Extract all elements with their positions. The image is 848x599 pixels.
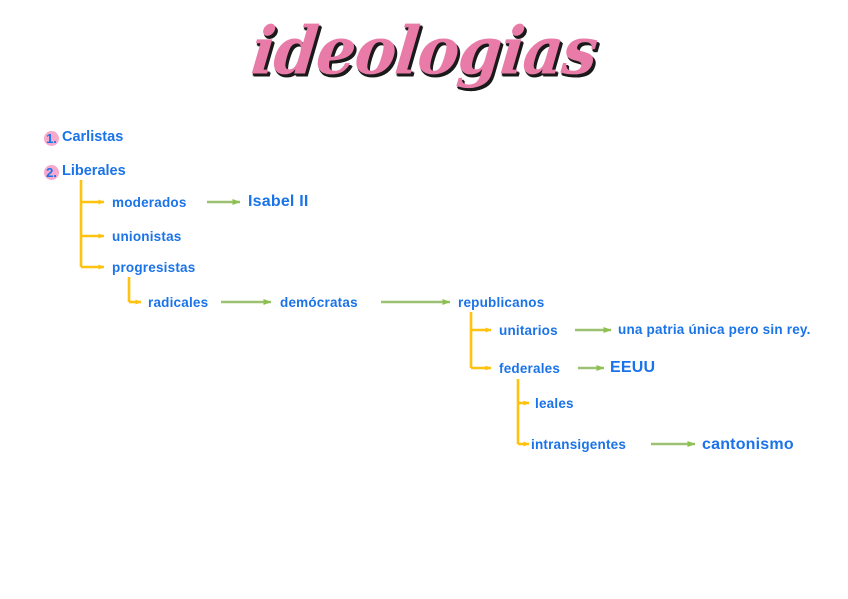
- branch-republicanos: [469, 312, 492, 371]
- node-isabel-ii[interactable]: Isabel II: [248, 193, 309, 210]
- node-democratas[interactable]: demócratas: [280, 295, 358, 310]
- node-unitarios-result[interactable]: una patria única pero sin rey.: [618, 322, 811, 337]
- branch-federales: [516, 379, 530, 447]
- branch-progresistas: [127, 277, 142, 305]
- node-republicanos[interactable]: republicanos: [458, 295, 545, 310]
- node-cantonismo[interactable]: cantonismo: [702, 436, 794, 453]
- node-federales[interactable]: federales: [499, 361, 561, 376]
- node-radicales[interactable]: radicales: [148, 295, 209, 310]
- node-eeuu[interactable]: EEUU: [610, 359, 656, 376]
- list-number-2: 2.: [44, 165, 59, 180]
- node-progresistas[interactable]: progresistas: [112, 260, 196, 275]
- list-item-carlistas[interactable]: 1.Carlistas: [44, 130, 123, 146]
- list-label-carlistas: Carlistas: [62, 129, 124, 145]
- node-unionistas[interactable]: unionistas: [112, 229, 182, 244]
- list-number-1: 1.: [44, 131, 59, 146]
- list-item-liberales[interactable]: 2.Liberales: [44, 164, 126, 180]
- node-moderados[interactable]: moderados: [112, 195, 187, 210]
- branch-liberales: [79, 180, 105, 270]
- node-intransigentes[interactable]: intransigentes: [531, 437, 627, 452]
- list-label-liberales: Liberales: [62, 163, 126, 179]
- node-leales[interactable]: leales: [535, 396, 574, 411]
- node-unitarios[interactable]: unitarios: [499, 323, 558, 338]
